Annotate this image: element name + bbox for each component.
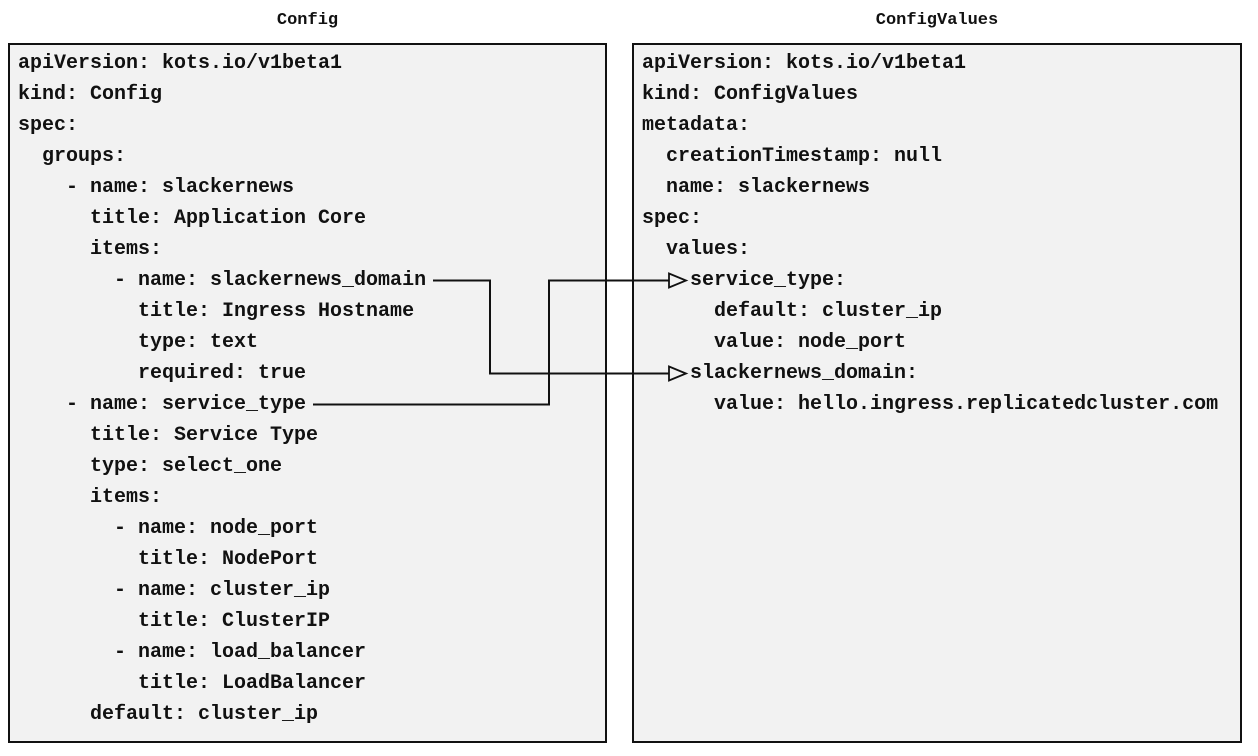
config-panel-title: Config [276,11,339,30]
configvalues-yaml-code: apiVersion: kots.io/v1beta1 kind: Config… [642,52,1219,416]
configvalues-yaml-box: apiVersion: kots.io/v1beta1 kind: Config… [632,43,1242,743]
config-yaml-code: apiVersion: kots.io/v1beta1 kind: Config… [18,52,427,726]
configvalues-panel-title: ConfigValues [875,11,999,30]
config-yaml-box: apiVersion: kots.io/v1beta1 kind: Config… [8,43,607,743]
